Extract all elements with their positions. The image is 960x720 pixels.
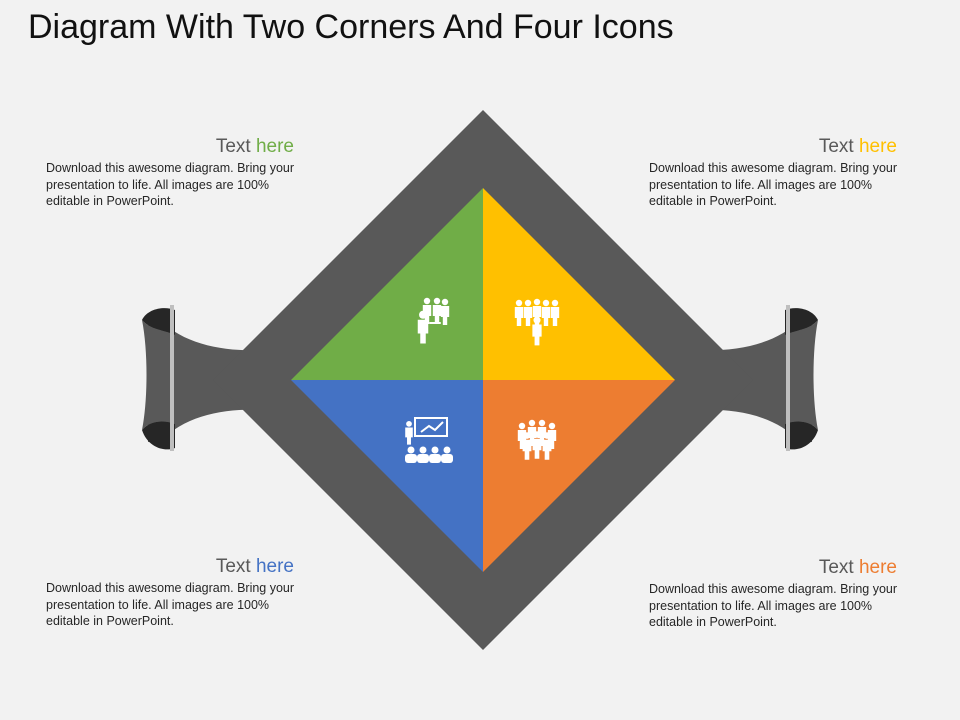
textbox-title-plain: Text bbox=[818, 557, 859, 578]
right-ribbon-stick bbox=[786, 305, 790, 451]
left-ribbon-band bbox=[148, 320, 265, 442]
textbox-bottom-right: Text here Download this awesome diagram.… bbox=[649, 557, 919, 631]
right-ribbon-curl-bottom bbox=[785, 421, 818, 450]
left-ribbon-curl-top bbox=[142, 308, 175, 335]
textbox-top-left: Text here Download this awesome diagram.… bbox=[46, 136, 316, 210]
left-ribbon-curl-bottom bbox=[142, 421, 175, 450]
left-ribbon-body bbox=[142, 320, 175, 430]
quadrant-bottom-left bbox=[291, 380, 483, 572]
left-corner-ribbon bbox=[142, 305, 265, 451]
textbox-title: Text here bbox=[46, 556, 316, 578]
textbox-body: Download this awesome diagram. Bring you… bbox=[46, 581, 295, 628]
textbox-title-accent: here bbox=[858, 136, 897, 157]
quadrant-top-right bbox=[483, 188, 675, 380]
textbox-title: Text here bbox=[46, 136, 316, 158]
textbox-body: Download this awesome diagram. Bring you… bbox=[649, 582, 898, 629]
page-title: Diagram With Two Corners And Four Icons bbox=[28, 8, 674, 46]
textbox-title-plain: Text bbox=[215, 556, 256, 577]
right-ribbon-curl-top bbox=[785, 308, 818, 335]
textbox-title-accent: here bbox=[255, 556, 294, 577]
textbox-body: Download this awesome diagram. Bring you… bbox=[649, 161, 898, 208]
textbox-title-plain: Text bbox=[215, 136, 256, 157]
presentation-audience-icon bbox=[405, 417, 453, 463]
quadrant-top-left bbox=[291, 188, 483, 380]
textbox-top-right: Text here Download this awesome diagram.… bbox=[649, 136, 919, 210]
textbox-title-accent: here bbox=[255, 136, 294, 157]
right-ribbon-body bbox=[785, 320, 818, 430]
textbox-title-accent: here bbox=[858, 557, 897, 578]
presenter-team-icon bbox=[417, 297, 450, 344]
right-ribbon-band bbox=[695, 320, 812, 442]
textbox-bottom-left: Text here Download this awesome diagram.… bbox=[46, 556, 316, 630]
textbox-title: Text here bbox=[649, 557, 919, 579]
textbox-body: Download this awesome diagram. Bring you… bbox=[46, 161, 295, 208]
right-corner-ribbon bbox=[695, 305, 818, 451]
textbox-title: Text here bbox=[649, 136, 919, 158]
left-ribbon-stick bbox=[170, 305, 174, 451]
textbox-title-plain: Text bbox=[818, 136, 859, 157]
